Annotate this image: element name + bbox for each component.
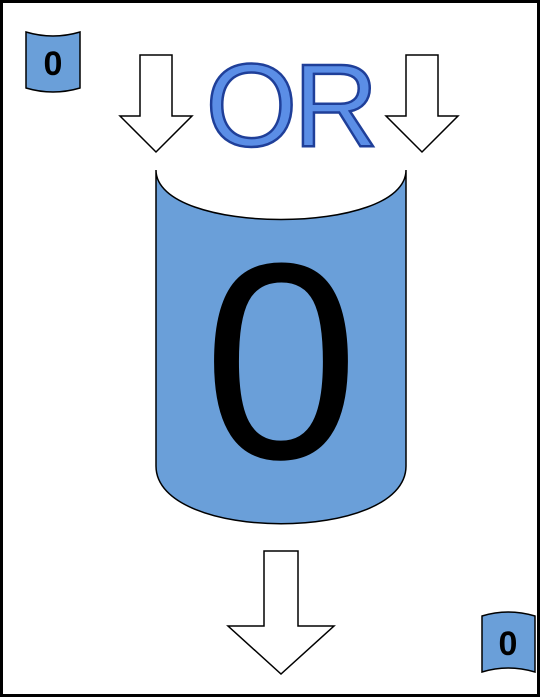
main-cylinder: 0 xyxy=(155,169,407,525)
corner-cylinder-top-left: 0 xyxy=(25,30,81,93)
arrow-down-icon xyxy=(384,54,460,154)
corner-value-bottom-right: 0 xyxy=(499,625,518,663)
gate-label: OR xyxy=(206,40,375,172)
arrow-down-icon xyxy=(118,54,194,154)
corner-cylinder-bottom-right: 0 xyxy=(481,611,536,674)
arrow-down-icon xyxy=(226,550,336,676)
main-cylinder-body xyxy=(155,169,407,525)
corner-cylinder-top-left-body xyxy=(25,30,81,93)
corner-cylinder-bottom-right-body xyxy=(481,611,536,674)
corner-value-top-left: 0 xyxy=(44,45,63,83)
main-value: 0 xyxy=(203,206,359,518)
